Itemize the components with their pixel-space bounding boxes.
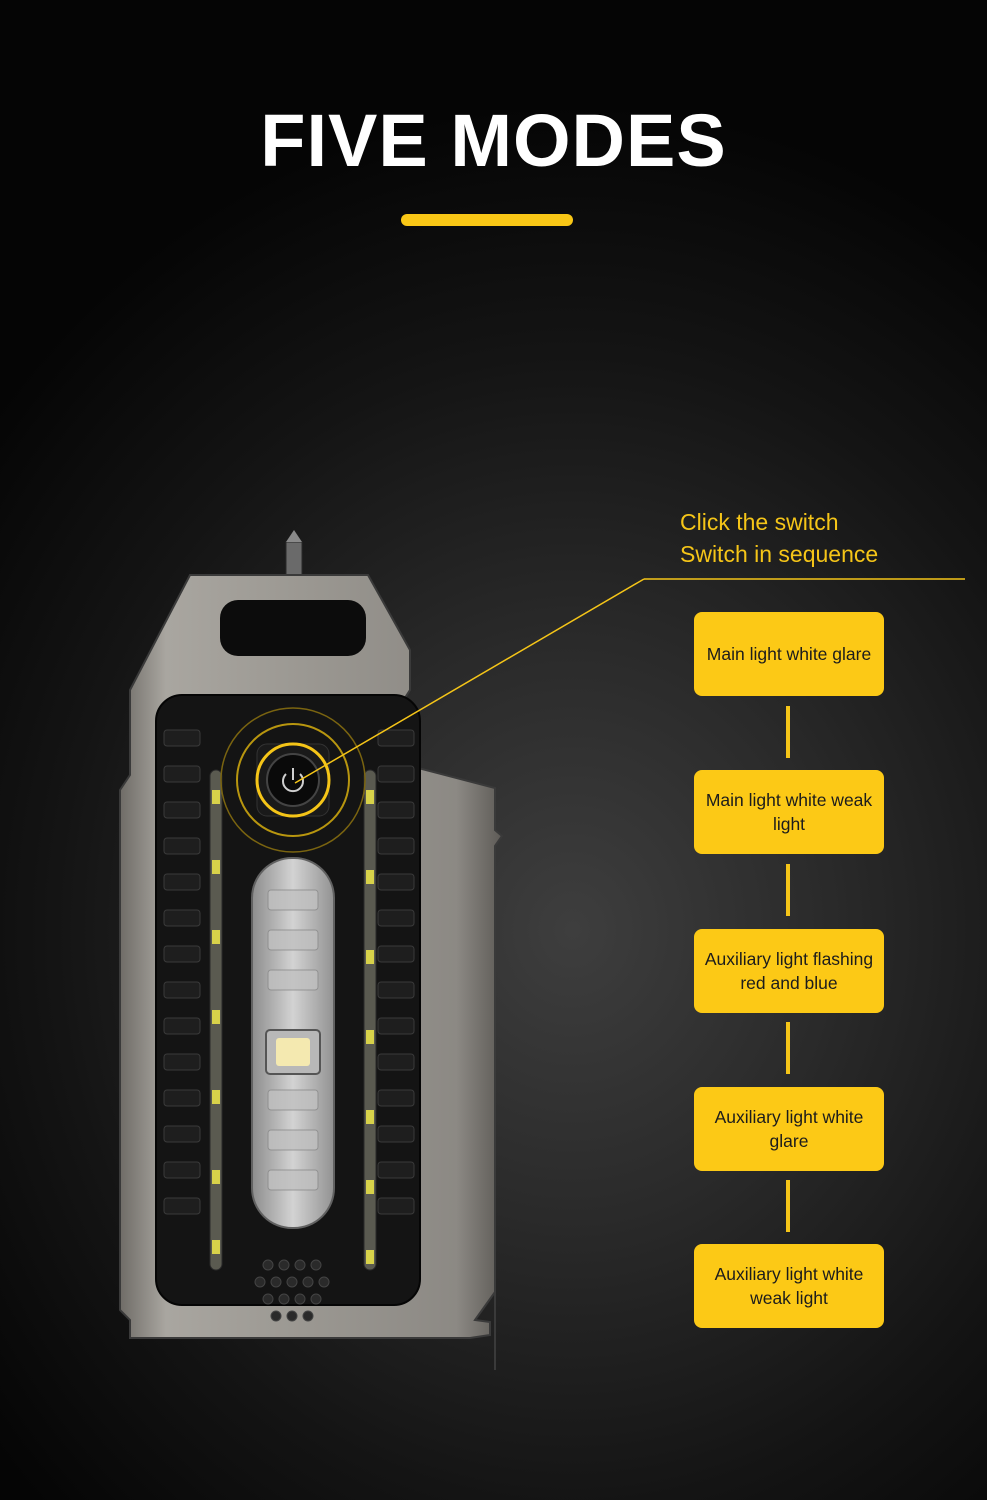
callout-line-2: Switch in sequence	[680, 541, 879, 567]
mode-label-4: Auxiliary light white glare	[714, 1107, 864, 1151]
mode-box-4: Auxiliary light white glare	[694, 1087, 884, 1171]
mode-label-2: Main light white weak light	[705, 790, 873, 834]
lanyard-hole	[220, 600, 366, 656]
title-underline	[401, 214, 573, 226]
led-icon	[265, 1029, 321, 1075]
led-lens	[251, 857, 335, 1229]
keychain-flashlight-device	[119, 530, 504, 1370]
callout-line-1: Click the switch	[680, 509, 839, 535]
mode-box-2: Main light white weak light	[694, 770, 884, 854]
side-light-strips	[209, 769, 377, 1271]
page-title: FIVE MODES	[260, 99, 727, 182]
mode-label-3: Auxiliary light flashing red and blue	[704, 949, 874, 993]
mode-box-1: Main light white glare	[694, 612, 884, 696]
callout-caption: Click the switch Switch in sequence	[680, 506, 878, 570]
speaker-grille-icon	[254, 1259, 330, 1322]
mode-connector-4	[786, 1180, 790, 1232]
glass-breaker-icon	[285, 530, 303, 579]
mode-label-5: Auxiliary light white weak light	[714, 1264, 864, 1308]
mode-connector-1	[786, 706, 790, 758]
grip-ridges-right	[377, 729, 415, 1215]
mode-box-3: Auxiliary light flashing red and blue	[694, 929, 884, 1013]
mode-label-1: Main light white glare	[706, 644, 872, 664]
mode-connector-3	[786, 1022, 790, 1074]
mode-connector-2	[786, 864, 790, 916]
mode-box-5: Auxiliary light white weak light	[694, 1244, 884, 1328]
grip-ridges-left	[163, 729, 201, 1215]
